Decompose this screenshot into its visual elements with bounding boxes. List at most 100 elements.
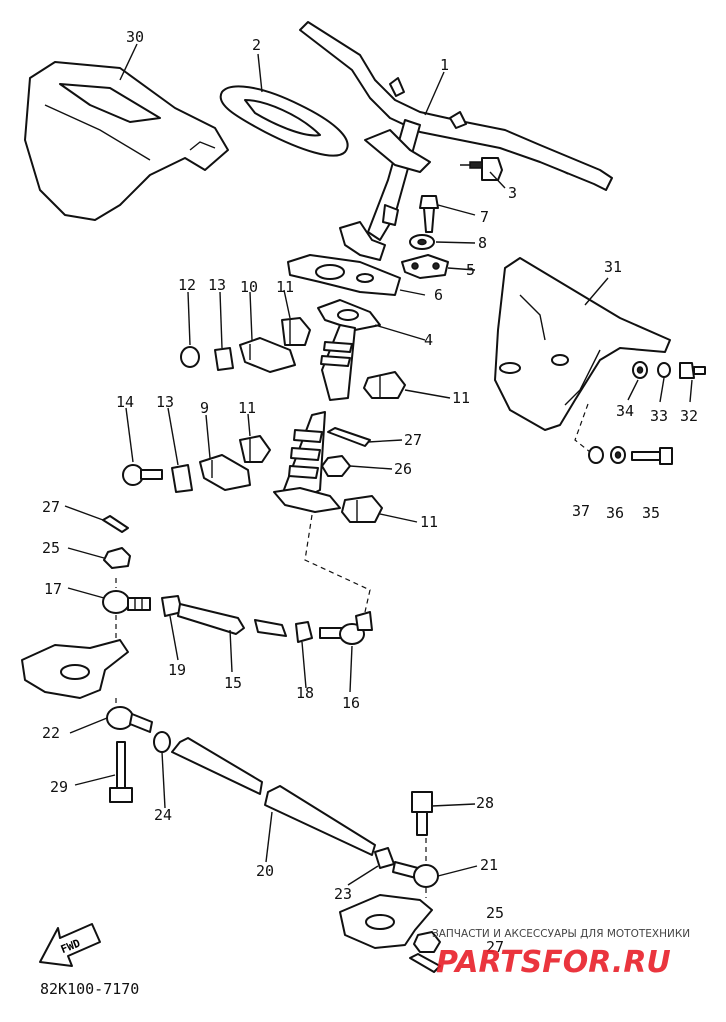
- bushing-11a: [281, 317, 311, 346]
- part-label-37: 37: [572, 502, 590, 520]
- diagram-code: 82K100-7170: [40, 980, 139, 998]
- part-label-16: 16: [342, 694, 360, 712]
- part-label-6: 6: [434, 286, 443, 304]
- part-labels: 30 2 1 3 7 8 5 6 4 12 13 10 11 11 14 13 …: [42, 28, 698, 956]
- handlebar-cover-right: [494, 257, 671, 431]
- part-label-31: 31: [604, 258, 622, 276]
- washer-33: [657, 362, 671, 378]
- nut-24: [153, 731, 171, 753]
- part-label-14: 14: [116, 393, 134, 411]
- nut-23: [374, 847, 395, 869]
- lower-shaft: [273, 411, 341, 513]
- washer-36: [610, 446, 626, 464]
- bracket-9: [199, 454, 251, 491]
- part-label-9: 9: [200, 399, 209, 417]
- bracket-13a: [214, 347, 234, 371]
- bushing-11b: [363, 371, 406, 399]
- bolt-3: [460, 157, 503, 181]
- nut-25a: [103, 547, 131, 569]
- leader-lines: [64, 43, 693, 886]
- knuckle-left: [21, 639, 129, 699]
- tie-rod-end-16: [319, 611, 373, 645]
- bushing-11c: [341, 495, 383, 523]
- part-label-22: 22: [42, 724, 60, 742]
- nut-25b: [413, 931, 441, 953]
- part-label-20: 20: [256, 862, 274, 880]
- cotter-pin-27a: [327, 427, 371, 447]
- part-label-17: 17: [44, 580, 62, 598]
- part-label-3: 3: [508, 184, 517, 202]
- tie-rod-end-17: [102, 590, 151, 614]
- tie-rod-20: [171, 737, 376, 856]
- clamp-5: [401, 254, 449, 279]
- bolt-14: [122, 464, 163, 486]
- part-label-11a: 11: [276, 278, 294, 296]
- part-label-1: 1: [440, 56, 449, 74]
- screw-32: [679, 362, 706, 379]
- part-label-25a: 25: [42, 539, 60, 557]
- part-label-36: 36: [606, 504, 624, 522]
- part-label-27b: 27: [42, 498, 60, 516]
- bracket-plate-6: [287, 254, 401, 296]
- part-label-13a: 13: [208, 276, 226, 294]
- part-label-21: 21: [480, 856, 498, 874]
- nut-26: [321, 455, 351, 477]
- nut-8: [409, 234, 435, 250]
- part-label-15: 15: [224, 674, 242, 692]
- part-label-30: 30: [126, 28, 144, 46]
- washer-37: [588, 446, 604, 464]
- part-label-27a: 27: [404, 431, 422, 449]
- tie-rod-end-22: [106, 706, 153, 733]
- part-label-28: 28: [476, 794, 494, 812]
- part-label-2: 2: [252, 36, 261, 54]
- part-label-26: 26: [394, 460, 412, 478]
- part-label-18: 18: [296, 684, 314, 702]
- part-label-25b: 25: [486, 904, 504, 922]
- part-label-7: 7: [480, 208, 489, 226]
- cotter-pin-27b: [102, 515, 129, 533]
- part-label-13b: 13: [156, 393, 174, 411]
- part-label-35: 35: [642, 504, 660, 522]
- bolt-29: [109, 741, 133, 803]
- fwd-arrow: FWD: [39, 923, 101, 967]
- bolt-7: [419, 195, 439, 233]
- part-label-24: 24: [154, 806, 172, 824]
- part-label-11d: 11: [238, 399, 256, 417]
- assembly-line-16: [304, 514, 371, 613]
- part-label-11b: 11: [452, 389, 470, 407]
- steering-shaft-4: [317, 299, 381, 401]
- cotter-pin-27c: [409, 953, 441, 973]
- part-label-27c: 27: [486, 938, 504, 956]
- bolt-28: [411, 791, 433, 836]
- cap-12: [180, 346, 200, 368]
- nut-18: [295, 621, 313, 643]
- part-label-8: 8: [478, 234, 487, 252]
- tie-rod-end-21: [392, 861, 439, 888]
- washer-34: [632, 361, 648, 379]
- part-label-5: 5: [466, 261, 475, 279]
- part-label-34: 34: [616, 402, 634, 420]
- handlebar: [299, 21, 613, 261]
- part-label-19: 19: [168, 661, 186, 679]
- bushing-11d: [239, 435, 271, 463]
- knuckle-right: [339, 894, 433, 949]
- bracket-13b: [171, 464, 193, 493]
- part-label-33: 33: [650, 407, 668, 425]
- tie-rod-segment: [254, 619, 287, 637]
- part-label-4: 4: [424, 331, 433, 349]
- part-label-11c: 11: [420, 513, 438, 531]
- part-label-23: 23: [334, 885, 352, 903]
- handlebar-cover-left: [24, 61, 229, 221]
- tie-rod-tube-15: [177, 603, 245, 635]
- assembly-line-35: [574, 403, 591, 453]
- bracket-10: [239, 337, 296, 373]
- part-label-32: 32: [680, 407, 698, 425]
- part-label-10: 10: [240, 278, 258, 296]
- bolt-35: [631, 447, 673, 465]
- handlebar-pad: [219, 85, 349, 157]
- part-label-29: 29: [50, 778, 68, 796]
- watermark-brand: PARTSFOR.RU: [436, 945, 671, 980]
- part-label-12: 12: [178, 276, 196, 294]
